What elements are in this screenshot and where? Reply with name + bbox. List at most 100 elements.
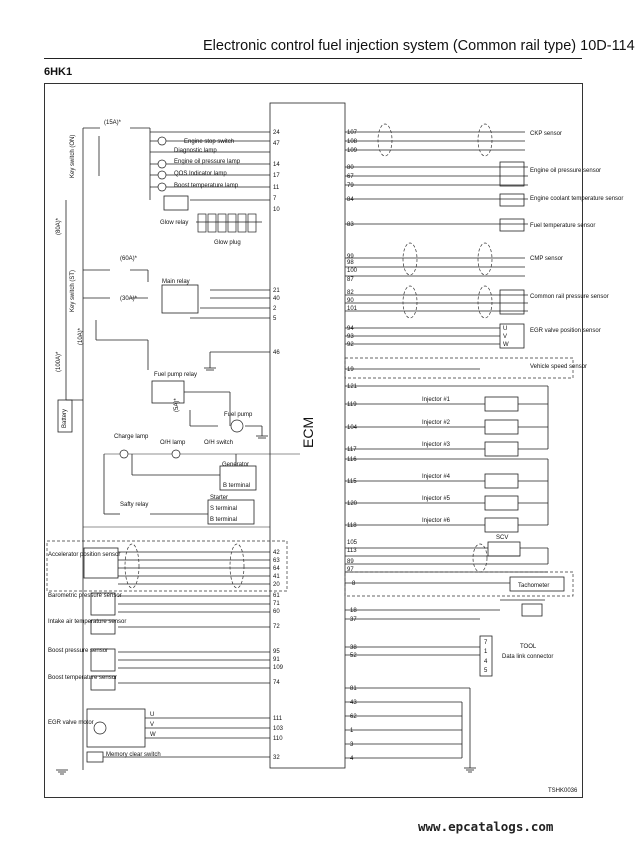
pin-60: 60 xyxy=(273,609,280,615)
pin-101: 101 xyxy=(347,306,358,312)
conn-pin-4: 4 xyxy=(484,659,488,665)
ground-icons xyxy=(56,367,476,775)
pin-62: 62 xyxy=(350,714,357,720)
oil-pressure-lamp-label: Engine oil pressure lamp xyxy=(174,159,241,165)
ecm-box xyxy=(269,102,346,769)
pin-19: 19 xyxy=(347,367,354,373)
pin-79: 79 xyxy=(347,183,354,189)
uvw-v-left: V xyxy=(150,722,154,728)
fuel-pump-motor-icon xyxy=(230,419,244,433)
charge-lamp-label-1: Charge lamp xyxy=(114,434,149,440)
conn-pin-1: 1 xyxy=(484,649,488,655)
tool-label: TOOL xyxy=(520,644,537,650)
oh-switch-label: O/H switch xyxy=(204,440,233,446)
battery-label: Battery xyxy=(62,409,68,428)
pin-109: 109 xyxy=(347,148,358,154)
injector-3-label: Injector #3 xyxy=(422,442,451,448)
pin-47: 47 xyxy=(273,141,280,147)
pin-8: 8 xyxy=(352,581,356,587)
pin-93: 93 xyxy=(347,334,354,340)
battery-icon xyxy=(57,399,73,433)
ecm-and-main-wires xyxy=(65,102,565,770)
pin-118: 118 xyxy=(347,523,357,529)
pin-110: 110 xyxy=(273,736,283,742)
conn-pin-7: 7 xyxy=(484,640,488,646)
pin-117: 117 xyxy=(347,447,357,453)
fuse-30a-label: (30A)* xyxy=(120,296,138,302)
pin-82: 82 xyxy=(347,290,354,296)
pin-5: 5 xyxy=(273,316,277,322)
main-relay-label: Main relay xyxy=(162,279,190,285)
pin-91: 91 xyxy=(273,657,280,663)
injector-1-label: Injector #1 xyxy=(422,397,451,403)
intake-air-sensor-label: Intake air temperature sensor xyxy=(48,619,126,625)
diagram-frame xyxy=(44,83,583,798)
pin-108: 108 xyxy=(347,139,358,145)
pin-109-left: 109 xyxy=(273,665,284,671)
figure-reference: TSHK0036 xyxy=(548,788,578,794)
egr-valve-motor-label: EGR valve motor xyxy=(48,720,94,726)
pin-105: 105 xyxy=(347,540,358,546)
pin-72: 72 xyxy=(273,624,280,630)
qos-lamp-icon xyxy=(157,170,167,180)
cmp-sensor-label: CMP sensor xyxy=(530,256,563,262)
key-switch-on-label: Key switch (ON) xyxy=(70,135,76,178)
pin-92: 92 xyxy=(347,342,354,348)
pin-43: 43 xyxy=(350,700,357,706)
pin-37: 37 xyxy=(350,617,357,623)
pin-7: 7 xyxy=(273,196,277,202)
pin-84: 84 xyxy=(347,197,354,203)
fuel-pump-label: Fuel pump xyxy=(224,412,253,418)
generator-b-terminal-label: B terminal xyxy=(223,483,250,489)
pin-80: 80 xyxy=(347,165,354,171)
boost-temperature-lamp-icon xyxy=(157,182,167,192)
pin-17: 17 xyxy=(273,173,280,179)
pin-11: 11 xyxy=(273,185,280,191)
ecm-label: ECM xyxy=(300,417,316,448)
pin-99: 99 xyxy=(347,254,354,260)
pin-90: 90 xyxy=(347,298,354,304)
pin-18: 18 xyxy=(350,608,357,614)
fuse-60a-label: (60A)* xyxy=(120,256,138,262)
generator-label: Generator xyxy=(222,462,249,468)
glow-plug-group xyxy=(197,213,257,233)
barometric-sensor-label: Barometric pressure sensor xyxy=(48,593,122,599)
qos-lamp-label: QOS Indicator lamp xyxy=(174,171,227,177)
egr-position-sensor-label: EGR valve position sensor xyxy=(530,328,601,334)
pin-121: 121 xyxy=(347,384,358,390)
pin-97: 97 xyxy=(347,567,354,573)
pin-87: 87 xyxy=(347,277,354,283)
starter-b-terminal-label: B terminal xyxy=(210,517,237,523)
pin-20: 20 xyxy=(273,582,280,588)
pin-107: 107 xyxy=(347,130,358,136)
header-divider xyxy=(44,58,582,59)
common-rail-sensor-label: Common rail pressure sensor xyxy=(530,294,609,300)
fuse-100a-label: (100A)* xyxy=(56,351,62,372)
pin-74: 74 xyxy=(273,680,280,686)
fuse-5a-label: (5A)* xyxy=(174,398,180,412)
pin-46: 46 xyxy=(273,350,280,356)
starter-s-terminal-label: S terminal xyxy=(210,506,237,512)
engine-stop-switch-label: Engine stop switch xyxy=(184,139,234,145)
uvw-w-right: W xyxy=(503,342,509,348)
pin-41: 41 xyxy=(273,574,280,580)
lamp-icons xyxy=(93,136,244,735)
pin-38: 38 xyxy=(350,645,357,651)
pin-67: 67 xyxy=(347,174,354,180)
pin-61: 61 xyxy=(273,593,280,599)
shield-and-dashed-groups xyxy=(46,123,574,597)
pin-116: 116 xyxy=(347,457,357,463)
pin-119: 119 xyxy=(347,402,357,408)
safety-relay-label: Safty relay xyxy=(120,502,148,508)
pin-120: 120 xyxy=(347,501,358,507)
pin-83: 83 xyxy=(347,222,354,228)
pin-63: 63 xyxy=(273,558,280,564)
pin-42: 42 xyxy=(273,550,280,556)
pin-81: 81 xyxy=(350,686,357,692)
pin-4: 4 xyxy=(350,756,354,762)
fuse-80a-label: (80A)* xyxy=(56,217,62,235)
pin-32: 32 xyxy=(273,755,280,761)
vehicle-speed-sensor-label: Vehicle speed sensor xyxy=(530,364,587,370)
pin-98: 98 xyxy=(347,260,354,266)
